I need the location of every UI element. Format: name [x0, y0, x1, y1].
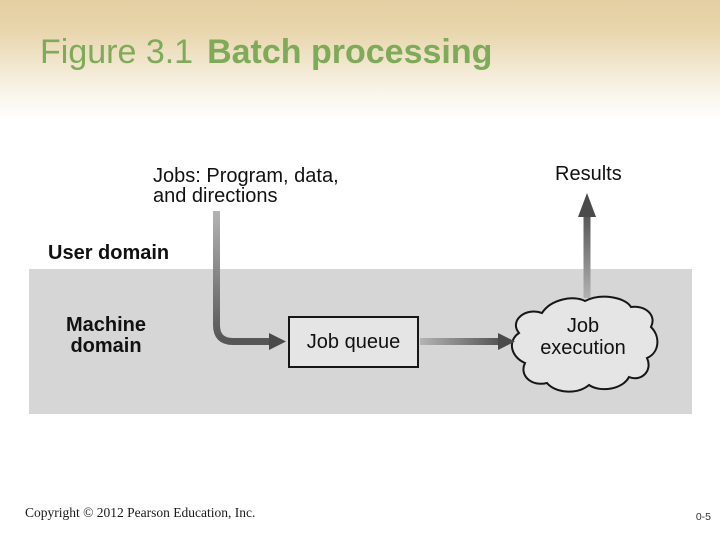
results-label: Results: [555, 163, 622, 185]
slide-title: Figure 3.1 Batch processing: [40, 33, 492, 71]
batch-processing-diagram: Jobs: Program, data, and directions Resu…: [29, 155, 692, 417]
machine-domain-line2: domain: [70, 335, 142, 357]
job-execution-line1: Job: [566, 315, 600, 337]
figure-caption: Batch processing: [207, 33, 493, 71]
copyright-notice: Copyright © 2012 Pearson Education, Inc.: [25, 505, 256, 520]
slide-page-number: 0-5: [695, 511, 711, 523]
job-execution-label: Job execution: [523, 315, 643, 359]
machine-domain-line1: Machine: [65, 314, 147, 336]
jobs-to-queue-arrowhead: [269, 333, 286, 350]
jobs-to-queue-arrow-shaft: [213, 211, 269, 345]
user-domain-label: User domain: [48, 242, 170, 264]
jobs-label-line1: Jobs: Program, data,: [153, 165, 339, 187]
diagram-graphics: [213, 193, 659, 393]
job-queue-label: Job queue: [306, 330, 401, 353]
header-gradient-band: [0, 0, 720, 125]
job-execution-line2: execution: [540, 337, 626, 359]
job-execution-cloud: [510, 295, 659, 393]
jobs-input-label: Jobs: Program, data, and directions: [153, 166, 339, 206]
machine-domain-label: Machine domain: [47, 315, 165, 357]
queue-to-execution-arrowhead: [498, 333, 515, 350]
execution-to-results-arrowhead: [578, 193, 596, 217]
job-queue-node: Job queue: [288, 316, 419, 368]
jobs-label-line2: and directions: [153, 185, 278, 207]
figure-number: Figure 3.1: [40, 33, 194, 71]
